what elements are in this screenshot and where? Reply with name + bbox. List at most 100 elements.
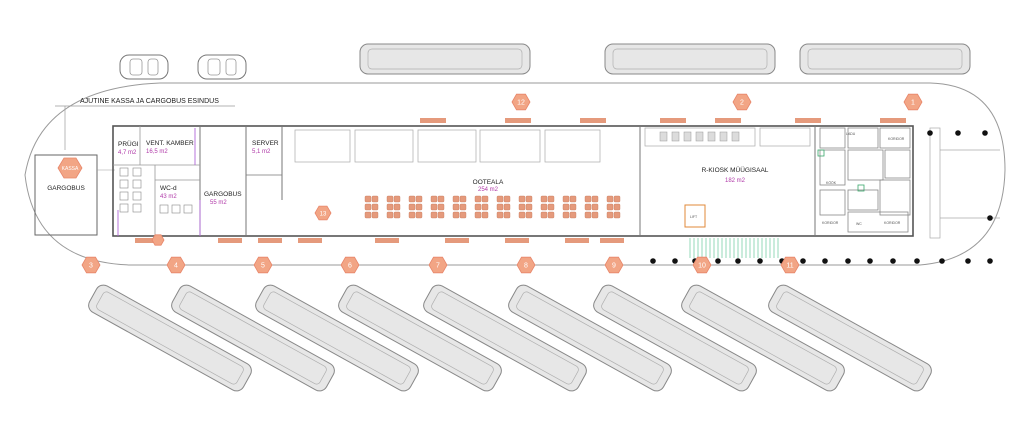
bench-strip bbox=[298, 238, 322, 243]
seat bbox=[415, 195, 423, 203]
bench-strip bbox=[135, 238, 159, 243]
seat bbox=[518, 203, 526, 211]
room-ooteala-area: 254 m2 bbox=[478, 187, 499, 193]
seat bbox=[591, 203, 599, 211]
bus bbox=[423, 284, 587, 392]
header-title: AJUTINE KASSA JA CARGOBUS ESINDUS bbox=[80, 98, 219, 105]
bus bbox=[604, 43, 776, 75]
seat bbox=[518, 211, 526, 219]
platform-number: 3 bbox=[89, 262, 93, 269]
seat bbox=[474, 203, 482, 211]
platform-marker bbox=[692, 256, 712, 274]
seat bbox=[562, 203, 570, 211]
stairs bbox=[689, 238, 779, 258]
seat bbox=[525, 203, 533, 211]
seat bbox=[364, 203, 372, 211]
platform-number: 7 bbox=[436, 262, 440, 269]
bus bbox=[681, 284, 845, 392]
seat bbox=[430, 195, 438, 203]
seat bbox=[569, 203, 577, 211]
room-rkiosk-name: R-KIOSK MÜÜGISAAL bbox=[702, 166, 769, 174]
bench-strip bbox=[375, 238, 399, 243]
seat bbox=[459, 195, 467, 203]
platform-marker bbox=[253, 256, 273, 274]
counter-fixtures bbox=[659, 131, 740, 142]
seat bbox=[371, 195, 379, 203]
label-koridor-b: KORIDOR bbox=[822, 221, 839, 225]
seat bbox=[371, 203, 379, 211]
kassa-label: KASSA bbox=[62, 166, 79, 172]
seat bbox=[503, 203, 511, 211]
platform-number: 5 bbox=[261, 262, 265, 269]
room-prugi-name: PRÜGI bbox=[118, 140, 139, 148]
bus bbox=[768, 284, 932, 392]
seat bbox=[503, 195, 511, 203]
office-row bbox=[294, 127, 811, 163]
seat bbox=[452, 203, 460, 211]
seat bbox=[591, 211, 599, 219]
platform-number: 6 bbox=[348, 262, 352, 269]
label-kook: KÖÖK bbox=[826, 181, 837, 185]
platform-marker bbox=[604, 256, 624, 274]
exit-ramp bbox=[940, 149, 1000, 219]
seat bbox=[569, 211, 577, 219]
seat bbox=[481, 195, 489, 203]
label-koridor-c: KORIDOR bbox=[884, 221, 901, 225]
room-server-area: 5,1 m2 bbox=[252, 149, 271, 155]
seat bbox=[613, 195, 621, 203]
platform-marker bbox=[81, 256, 101, 274]
bus bbox=[255, 284, 419, 392]
platform-number: 10 bbox=[698, 262, 706, 269]
platform-marker bbox=[780, 256, 800, 274]
bench-strip bbox=[445, 238, 469, 243]
seat bbox=[525, 195, 533, 203]
bench-strips bbox=[135, 118, 906, 243]
bench-strip bbox=[880, 118, 906, 123]
label-lift: LIFT bbox=[690, 215, 698, 219]
room-gargobus-shelter-name: GARGOBUS bbox=[47, 185, 85, 192]
label-koridor-a: KORIDOR bbox=[888, 137, 905, 141]
bench-strip bbox=[420, 118, 446, 123]
seat bbox=[437, 203, 445, 211]
bus bbox=[171, 284, 335, 392]
platform-marker bbox=[511, 93, 531, 111]
label-ladu: LADU bbox=[846, 132, 856, 136]
seat bbox=[452, 211, 460, 219]
platform-marker bbox=[314, 205, 332, 221]
seat bbox=[430, 211, 438, 219]
seat bbox=[584, 211, 592, 219]
green-marker bbox=[817, 149, 825, 157]
seat bbox=[547, 203, 555, 211]
platform-number: 2 bbox=[740, 99, 744, 106]
platform-number: 11 bbox=[786, 262, 793, 269]
room-wc-name: WC-d bbox=[160, 185, 177, 192]
bench-strip bbox=[218, 238, 242, 243]
seat bbox=[452, 195, 460, 203]
seat bbox=[459, 211, 467, 219]
platform-marker bbox=[428, 256, 448, 274]
seat bbox=[386, 195, 394, 203]
seat bbox=[547, 211, 555, 219]
room-gargobus-area: 55 m2 bbox=[210, 200, 227, 206]
seat bbox=[591, 195, 599, 203]
service-block bbox=[819, 127, 911, 233]
platform-marker bbox=[732, 93, 752, 111]
seat bbox=[606, 195, 614, 203]
seat bbox=[371, 211, 379, 219]
label-wc: WC bbox=[856, 222, 862, 226]
bench-strip bbox=[660, 118, 686, 123]
gargobus-shelter bbox=[34, 154, 98, 236]
seat bbox=[408, 203, 416, 211]
seat bbox=[562, 195, 570, 203]
seat bbox=[393, 211, 401, 219]
seat bbox=[408, 195, 416, 203]
platform-marker bbox=[903, 93, 923, 111]
bus bbox=[359, 43, 531, 75]
seat bbox=[393, 203, 401, 211]
seat bbox=[459, 203, 467, 211]
seat bbox=[606, 211, 614, 219]
bus bbox=[338, 284, 502, 392]
car bbox=[119, 54, 169, 80]
seat bbox=[518, 195, 526, 203]
